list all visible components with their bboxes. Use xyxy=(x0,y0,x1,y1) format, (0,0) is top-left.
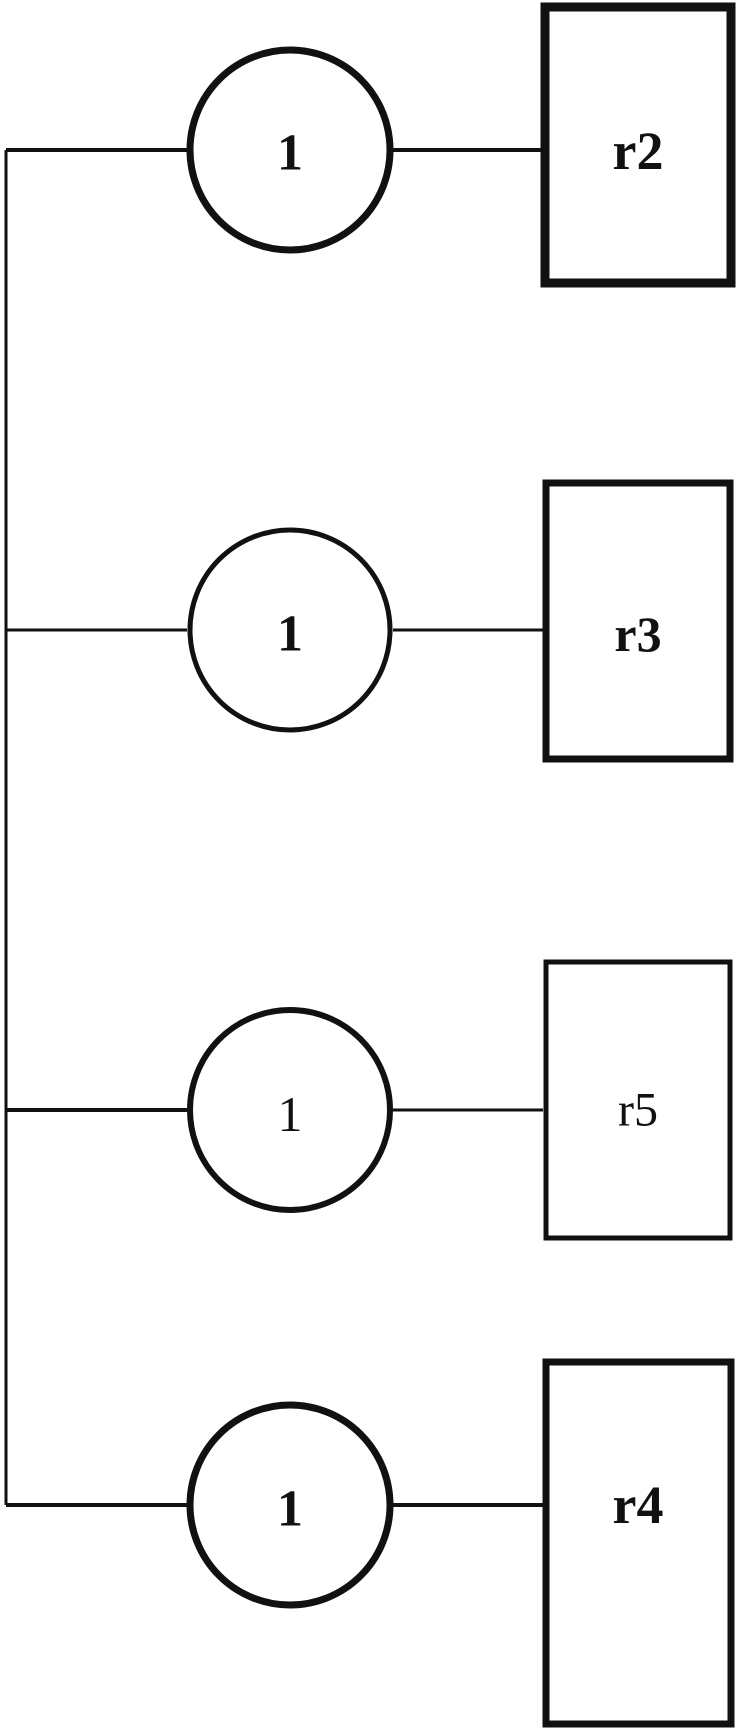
branch-row-2: 1 r3 xyxy=(6,479,734,763)
branch-row-1: 1 r2 xyxy=(6,2,736,288)
circle-node xyxy=(186,46,394,254)
box-node-label: r3 xyxy=(614,606,661,662)
circle-node-label: 1 xyxy=(277,1481,303,1538)
circle-node xyxy=(187,1007,393,1213)
box-node xyxy=(542,1358,735,1728)
circle-node xyxy=(187,527,393,733)
branch-row-3: 1 r5 xyxy=(6,959,733,1241)
box-node-label: r2 xyxy=(613,121,664,181)
circle-node-label: 1 xyxy=(277,125,303,182)
box-node xyxy=(542,479,734,763)
circle-node-label: 1 xyxy=(277,606,303,663)
circle-node-label: 1 xyxy=(278,1086,303,1142)
box-node-label: r4 xyxy=(613,1475,664,1535)
box-node-label: r5 xyxy=(618,1084,658,1137)
branch-row-4: 1 r4 xyxy=(6,1358,735,1728)
circle-node xyxy=(186,1401,394,1609)
box-node xyxy=(543,959,733,1241)
box-node xyxy=(540,2,736,288)
